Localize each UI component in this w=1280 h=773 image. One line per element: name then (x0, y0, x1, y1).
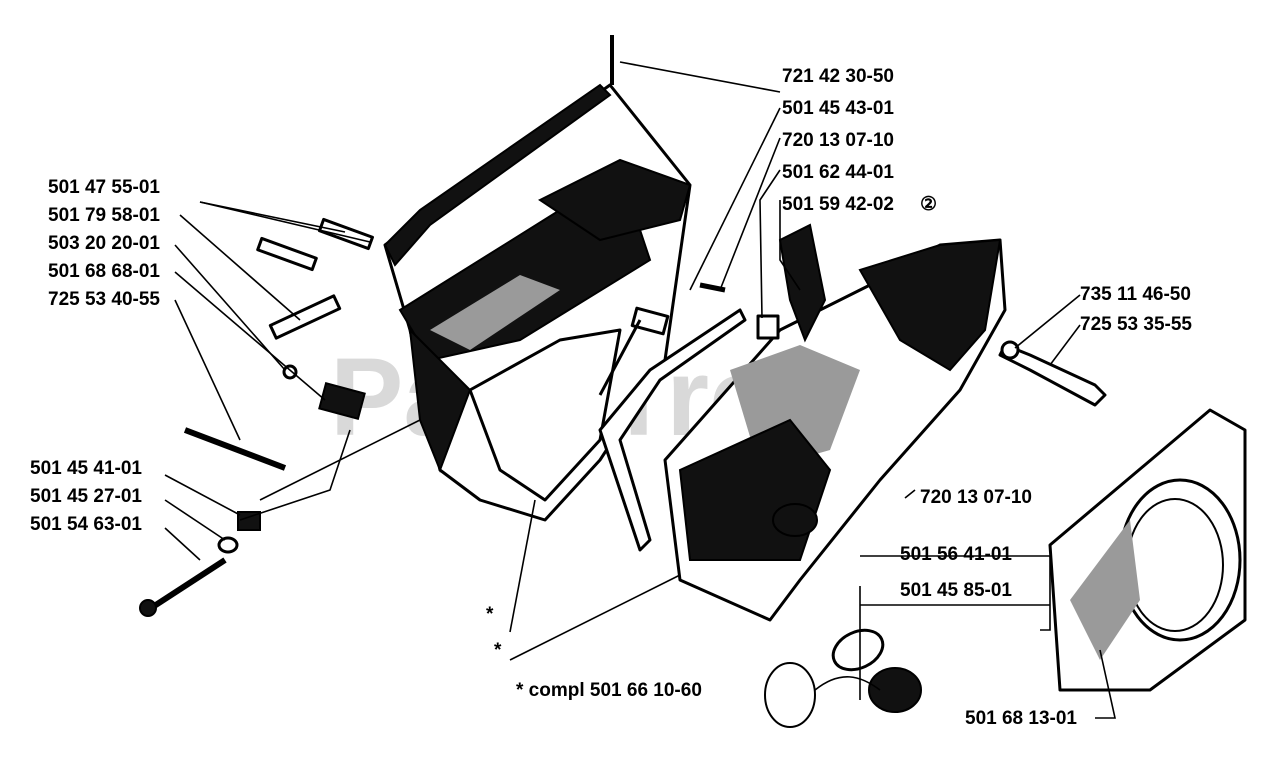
leader-lines (164, 61, 1116, 719)
label-721-42-30-50: 721 42 30-50 (782, 66, 894, 87)
label-725-53-35-55: 725 53 35-55 (1080, 314, 1192, 335)
label-501-45-43-01: 501 45 43-01 (782, 98, 894, 119)
label-501-56-41-01: 501 56 41-01 (900, 544, 1012, 565)
label-501-62-44-01: 501 62 44-01 (782, 162, 894, 183)
label-501-45-41-01: 501 45 41-01 (30, 458, 142, 479)
asterisk-2: * (494, 640, 502, 661)
label-501-59-42-02-note: ② (920, 194, 937, 215)
label-501-47-55-01: 501 47 55-01 (48, 177, 160, 198)
label-501-68-68-01: 501 68 68-01 (48, 261, 160, 282)
label-501-68-13-01: 501 68 13-01 (965, 708, 1077, 729)
small-parts (139, 35, 1107, 728)
label-720-13-07-10-top: 720 13 07-10 (782, 130, 894, 151)
label-501-45-27-01: 501 45 27-01 (30, 486, 142, 507)
label-720-13-07-10-mid: 720 13 07-10 (920, 487, 1032, 508)
starter-cover (1048, 408, 1247, 692)
part-labels: 721 42 30-50 501 45 43-01 720 13 07-10 5… (30, 66, 1192, 729)
label-501-79-58-01: 501 79 58-01 (48, 205, 160, 226)
label-501-54-63-01: 501 54 63-01 (30, 514, 142, 535)
label-735-11-46-50: 735 11 46-50 (1080, 284, 1191, 305)
label-501-45-85-01: 501 45 85-01 (900, 580, 1012, 601)
label-503-20-20-01: 503 20 20-01 (48, 233, 160, 254)
right-crankcase-half (598, 238, 1007, 622)
label-compl-501-66-10-60: * compl 501 66 10-60 (516, 680, 702, 701)
label-501-59-42-02: 501 59 42-02 (782, 194, 894, 215)
asterisk-1: * (486, 604, 494, 625)
label-725-53-40-55: 725 53 40-55 (48, 289, 160, 310)
